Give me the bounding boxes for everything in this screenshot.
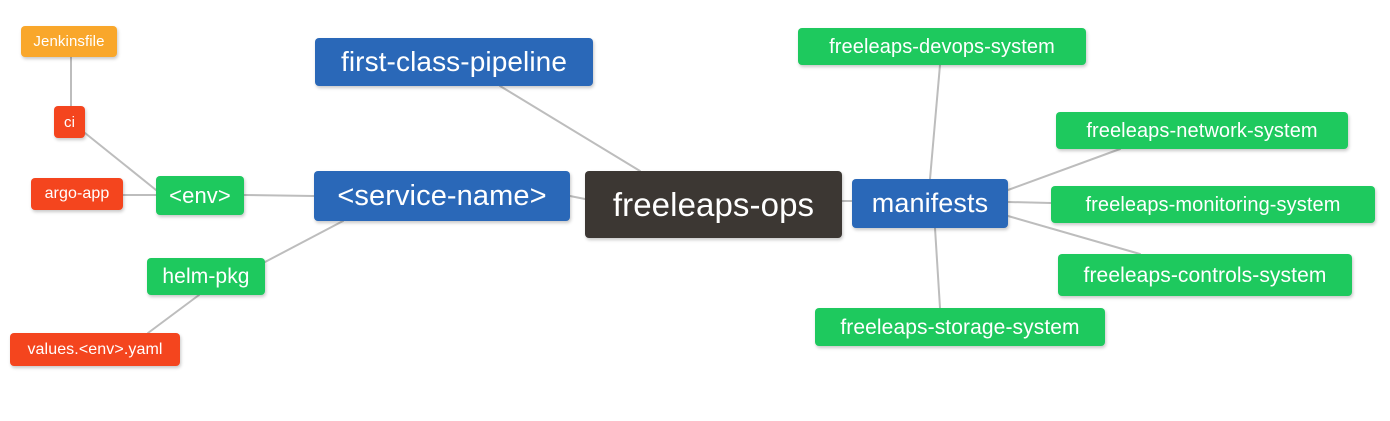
node-freeleaps-ops[interactable]: freeleaps-ops	[585, 171, 842, 238]
edge-values-yaml-to-helm-pkg	[147, 294, 200, 334]
node-freeleaps-storage-system[interactable]: freeleaps-storage-system	[815, 308, 1105, 346]
node-label-env: <env>	[169, 182, 231, 208]
edge-manifests-to-freeleaps-monitoring-system	[1007, 201, 1052, 204]
node-label-argo-app: argo-app	[44, 185, 110, 202]
node-label-helm-pkg: helm-pkg	[162, 265, 250, 288]
node-label-freeleaps-controls-system: freeleaps-controls-system	[1083, 263, 1327, 287]
edge-env-to-service-name	[243, 194, 315, 197]
node-service-name[interactable]: <service-name>	[314, 171, 570, 221]
edge-first-class-pipeline-to-freeleaps-ops	[499, 85, 641, 172]
node-jenkinsfile[interactable]: Jenkinsfile	[21, 26, 117, 57]
node-argo-app[interactable]: argo-app	[31, 178, 123, 210]
edge-freeleaps-devops-system-to-manifests	[929, 64, 941, 180]
node-freeleaps-devops-system[interactable]: freeleaps-devops-system	[798, 28, 1086, 65]
node-label-values-yaml: values.<env>.yaml	[27, 340, 163, 358]
node-ci[interactable]: ci	[54, 106, 85, 138]
node-values-yaml[interactable]: values.<env>.yaml	[10, 333, 180, 366]
node-label-freeleaps-devops-system: freeleaps-devops-system	[829, 35, 1055, 58]
node-label-jenkinsfile: Jenkinsfile	[33, 33, 105, 50]
node-label-freeleaps-network-system: freeleaps-network-system	[1086, 119, 1318, 142]
node-label-service-name: <service-name>	[337, 179, 547, 212]
node-label-ci: ci	[63, 113, 76, 131]
node-freeleaps-network-system[interactable]: freeleaps-network-system	[1056, 112, 1348, 149]
edge-manifests-to-freeleaps-storage-system	[934, 227, 941, 309]
node-label-manifests: manifests	[871, 188, 989, 218]
node-first-class-pipeline[interactable]: first-class-pipeline	[315, 38, 593, 86]
node-freeleaps-monitoring-system[interactable]: freeleaps-monitoring-system	[1051, 186, 1375, 223]
node-label-first-class-pipeline: first-class-pipeline	[340, 46, 568, 77]
node-env[interactable]: <env>	[156, 176, 244, 215]
node-label-freeleaps-ops: freeleaps-ops	[612, 186, 815, 223]
node-freeleaps-controls-system[interactable]: freeleaps-controls-system	[1058, 254, 1352, 296]
node-manifests[interactable]: manifests	[852, 179, 1008, 228]
edge-helm-pkg-to-service-name	[264, 220, 344, 263]
node-label-freeleaps-monitoring-system: freeleaps-monitoring-system	[1085, 193, 1341, 216]
node-helm-pkg[interactable]: helm-pkg	[147, 258, 265, 295]
edge-service-name-to-freeleaps-ops	[569, 195, 586, 200]
node-label-freeleaps-storage-system: freeleaps-storage-system	[840, 315, 1080, 339]
edge-manifests-to-freeleaps-network-system	[1007, 148, 1121, 191]
